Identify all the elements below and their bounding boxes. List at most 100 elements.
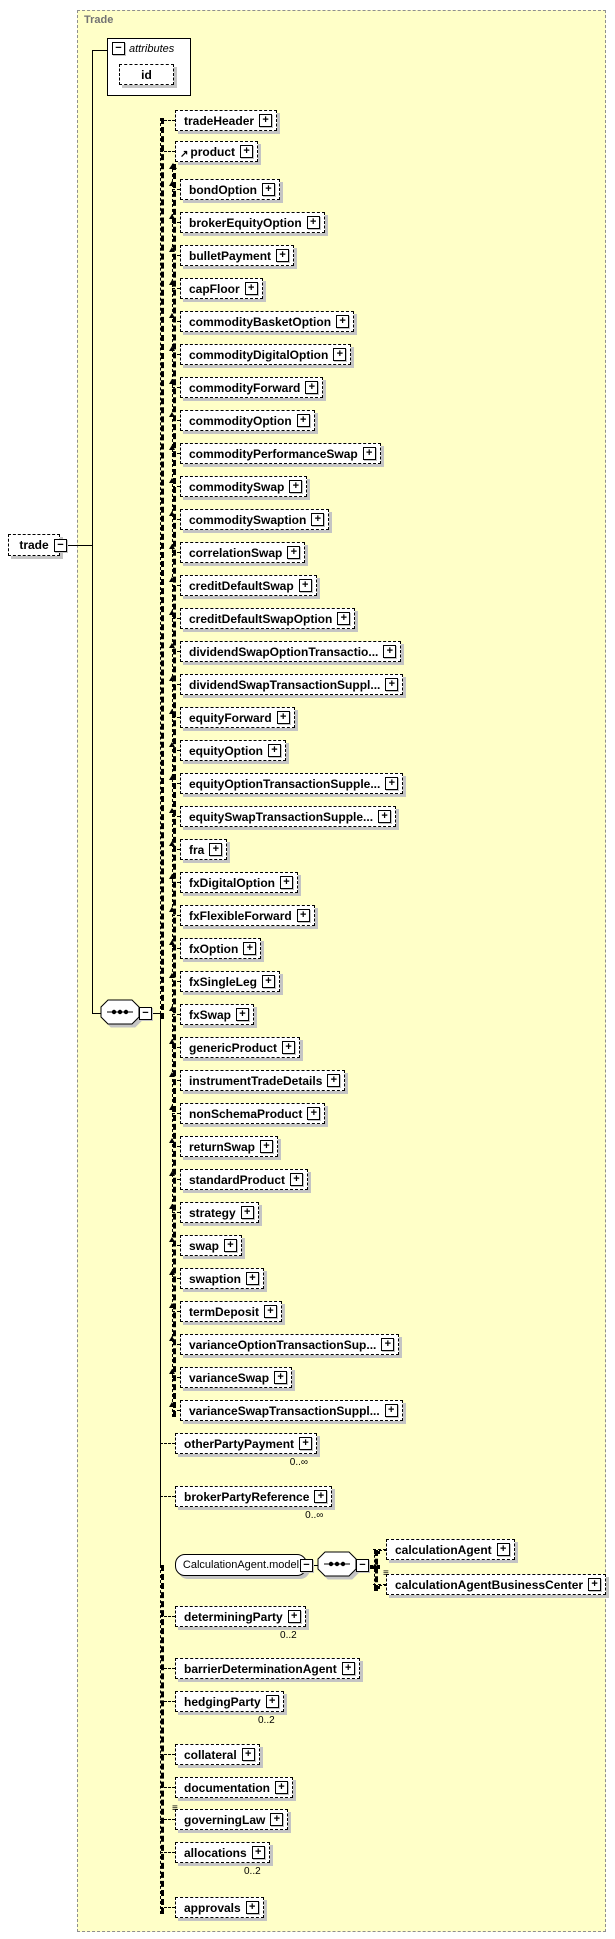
expand-icon[interactable]: + — [276, 249, 290, 262]
child-element[interactable]: otherPartyPayment + 0..∞ — [159, 1433, 318, 1468]
expand-icon[interactable]: + — [268, 744, 281, 757]
expand-icon[interactable]: + — [287, 546, 301, 559]
expand-icon[interactable]: + — [240, 1206, 254, 1219]
expand-icon[interactable]: + — [282, 1041, 296, 1054]
substitution-member-element[interactable]: correlationSwap + — [168, 542, 306, 563]
substitution-member-element[interactable]: capFloor + — [169, 278, 263, 299]
expand-icon[interactable]: + — [262, 975, 276, 988]
substitution-member-element[interactable]: creditDefaultSwap + — [169, 575, 317, 596]
expand-icon[interactable]: + — [289, 480, 303, 493]
expand-icon[interactable]: + — [296, 909, 310, 922]
expand-icon[interactable]: + — [384, 1404, 398, 1417]
expand-icon[interactable]: + — [270, 1813, 284, 1826]
substitution-member-element[interactable]: equityOption + — [169, 740, 286, 761]
expand-icon[interactable]: + — [275, 1781, 288, 1794]
child-element[interactable]: determiningParty + 0..2 — [160, 1606, 306, 1641]
substitution-member-element[interactable]: termDeposit + — [168, 1301, 283, 1322]
substitution-member-element[interactable]: creditDefaultSwapOption + — [168, 608, 356, 629]
expand-icon[interactable]: + — [274, 1371, 288, 1384]
expand-icon[interactable]: + — [240, 145, 254, 158]
substitution-member-element[interactable]: fxOption + — [168, 938, 262, 959]
expand-icon[interactable]: + — [307, 1107, 321, 1120]
expand-icon[interactable]: + — [298, 579, 312, 592]
model-child-element[interactable]: ≡ calculationAgentBusinessCenter + — [372, 1568, 607, 1595]
expand-icon[interactable]: + — [244, 282, 258, 295]
substitution-member-element[interactable]: varianceSwap + — [168, 1367, 293, 1388]
expand-icon[interactable]: + — [287, 1610, 301, 1623]
expand-icon[interactable]: + — [496, 1543, 510, 1556]
substitution-member-element[interactable]: standardProduct + — [168, 1169, 309, 1190]
substitution-member-element[interactable]: swaption + — [168, 1268, 265, 1289]
element-trade[interactable]: trade − — [8, 534, 67, 556]
substitution-member-element[interactable]: fra + — [168, 839, 228, 860]
collapse-icon[interactable]: − — [356, 1559, 369, 1572]
substitution-member-element[interactable]: commodityOption + — [169, 410, 315, 431]
expand-icon[interactable]: + — [251, 1846, 265, 1859]
expand-icon[interactable]: + — [224, 1239, 238, 1252]
child-element[interactable]: brokerPartyReference + 0..∞ — [159, 1486, 333, 1521]
sequence-compositor-icon[interactable] — [100, 999, 146, 1030]
substitution-member-element[interactable]: equitySwapTransactionSupple... + — [168, 806, 397, 827]
child-element[interactable]: documentation + — [160, 1777, 293, 1798]
substitution-member-element[interactable]: dividendSwapOptionTransactio... + — [168, 641, 402, 662]
expand-icon[interactable]: + — [588, 1578, 602, 1591]
expand-icon[interactable]: + — [264, 1305, 278, 1318]
expand-icon[interactable]: + — [305, 381, 319, 394]
attributes-panel[interactable]: − attributes id — [107, 38, 191, 96]
expand-icon[interactable]: + — [311, 513, 325, 526]
expand-icon[interactable]: + — [260, 1140, 274, 1153]
child-element[interactable]: hedgingParty + 0..2 — [160, 1691, 284, 1726]
expand-icon[interactable]: + — [246, 1272, 260, 1285]
expand-icon[interactable]: + — [362, 447, 376, 460]
expand-icon[interactable]: + — [306, 216, 320, 229]
expand-icon[interactable]: + — [333, 348, 347, 361]
expand-icon[interactable]: + — [341, 1662, 355, 1675]
substitution-member-element[interactable]: equityForward + — [169, 707, 295, 728]
substitution-member-element[interactable]: commodityDigitalOption + — [168, 344, 352, 365]
expand-icon[interactable]: + — [337, 612, 351, 625]
expand-icon[interactable]: + — [336, 315, 350, 328]
substitution-member-element[interactable]: returnSwap + — [168, 1136, 279, 1157]
child-element[interactable]: collateral + — [160, 1744, 260, 1765]
attribute-id[interactable]: id — [119, 64, 174, 85]
expand-icon[interactable]: + — [378, 810, 392, 823]
substitution-member-element[interactable]: commoditySwap + — [168, 476, 308, 497]
child-element[interactable]: ≡ governingLaw + — [159, 1803, 289, 1830]
expand-icon[interactable]: + — [261, 183, 275, 196]
substitution-member-element[interactable]: nonSchemaProduct + — [168, 1103, 326, 1124]
substitution-member-element[interactable]: varianceSwapTransactionSuppl... + — [169, 1400, 403, 1421]
child-element[interactable]: ↗ product + — [159, 141, 259, 162]
substitution-member-element[interactable]: fxDigitalOption + — [169, 872, 298, 893]
expand-icon[interactable]: + — [314, 1490, 328, 1503]
collapse-icon[interactable]: − — [139, 1007, 152, 1020]
expand-icon[interactable]: + — [243, 942, 257, 955]
collapse-icon[interactable]: − — [112, 42, 125, 55]
substitution-member-element[interactable]: commodityForward + — [168, 377, 324, 398]
substitution-member-element[interactable]: swap + — [168, 1235, 243, 1256]
expand-icon[interactable]: + — [385, 678, 399, 691]
sequence-compositor-icon[interactable] — [317, 1551, 363, 1582]
expand-icon[interactable]: + — [209, 843, 223, 856]
expand-icon[interactable]: + — [296, 414, 310, 427]
substitution-member-element[interactable]: instrumentTradeDetails + — [168, 1070, 346, 1091]
substitution-member-element[interactable]: strategy + — [169, 1202, 259, 1223]
substitution-member-element[interactable]: dividendSwapTransactionSuppl... + — [168, 674, 404, 695]
substitution-member-element[interactable]: bondOption + — [169, 179, 280, 200]
substitution-member-element[interactable]: equityOptionTransactionSupple... + — [168, 773, 404, 794]
substitution-member-element[interactable]: fxSingleLeg + — [168, 971, 281, 992]
child-element[interactable]: approvals + — [160, 1897, 264, 1918]
expand-icon[interactable]: + — [241, 1748, 255, 1761]
expand-icon[interactable]: + — [276, 711, 290, 724]
substitution-member-element[interactable]: genericProduct + — [168, 1037, 301, 1058]
substitution-member-element[interactable]: commodityBasketOption + — [168, 311, 355, 332]
expand-icon[interactable]: + — [299, 1437, 313, 1450]
substitution-member-element[interactable]: fxFlexibleForward + — [169, 905, 315, 926]
substitution-member-element[interactable]: commodityPerformanceSwap + — [169, 443, 381, 464]
group-calculation-agent-model[interactable]: CalculationAgent.model − — [175, 1554, 313, 1576]
substitution-member-element[interactable]: brokerEquityOption + — [169, 212, 325, 233]
child-element[interactable]: barrierDeterminationAgent + — [160, 1658, 360, 1679]
expand-icon[interactable]: + — [265, 1695, 279, 1708]
collapse-icon[interactable]: − — [54, 539, 67, 552]
expand-icon[interactable]: + — [383, 645, 397, 658]
substitution-member-element[interactable]: fxSwap + — [168, 1004, 255, 1025]
